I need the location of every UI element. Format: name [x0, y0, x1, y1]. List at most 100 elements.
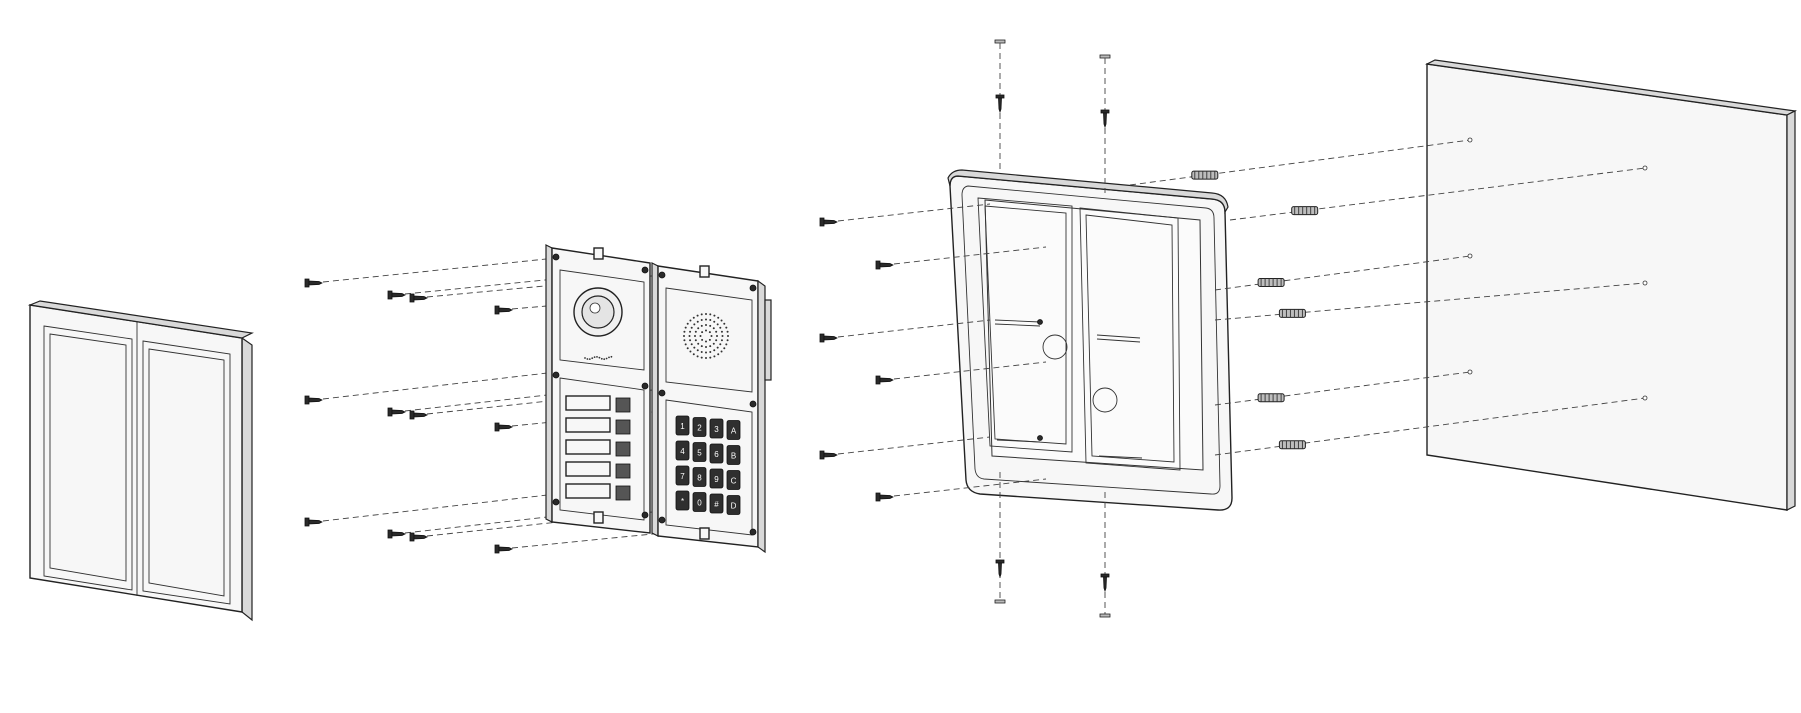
screw-icon: [819, 450, 838, 460]
keypad-key: [709, 418, 724, 439]
name-label-slot: [565, 461, 611, 477]
keypad-key-label: 2: [697, 424, 702, 433]
screw-icon: [995, 94, 1005, 114]
speaker-hole: [684, 326, 687, 329]
keypad-key-label: C: [731, 477, 737, 486]
speaker-hole: [715, 330, 718, 333]
camera-button-module: [545, 244, 651, 534]
speaker-hole: [709, 345, 712, 348]
screw-icon: [819, 217, 838, 227]
keypad-key-label: B: [731, 452, 736, 461]
speaker-hole: [693, 346, 696, 349]
screw-icon: [387, 290, 406, 300]
speaker-hole: [720, 350, 723, 353]
screw-icon: [494, 422, 513, 432]
speaker-hole: [708, 338, 711, 341]
keypad-key: [675, 440, 690, 461]
speaker-hole: [688, 335, 691, 337]
guide-line: [1214, 255, 1471, 291]
keypad-key-label: 6: [714, 450, 719, 459]
speaker-hole: [705, 313, 707, 315]
speaker-hole: [709, 324, 712, 327]
speaker-hole: [705, 346, 707, 348]
screw-icon: [409, 293, 428, 303]
speaker-hole: [713, 320, 716, 323]
wall: [1425, 59, 1797, 511]
guide-line: [1214, 371, 1471, 406]
speaker-hole: [727, 335, 729, 337]
speaker-hole: [689, 330, 692, 333]
mic-hole: [598, 356, 601, 359]
call-button: [615, 441, 631, 457]
speaker-hole: [720, 319, 723, 322]
speaker-hole: [689, 319, 692, 322]
camera-lens: [573, 287, 623, 337]
name-label-slot: [565, 395, 611, 411]
mic-hole: [608, 356, 610, 359]
speaker-hole: [719, 326, 722, 329]
speaker-hole: [725, 326, 728, 329]
speaker-hole: [713, 349, 716, 352]
speaker-hole: [708, 331, 711, 334]
keypad-key: [675, 415, 690, 436]
speaker-hole: [723, 347, 726, 350]
cap-icon: [1099, 54, 1111, 59]
screw-icon: [387, 407, 406, 417]
mic-hole: [588, 358, 591, 360]
screw-icon: [1100, 573, 1110, 593]
speaker-hole: [705, 324, 707, 326]
keypad-key: [726, 445, 741, 465]
speaker-hole: [700, 356, 703, 359]
keypad-key: [675, 465, 690, 486]
speaker-hole: [690, 326, 693, 329]
speaker-hole: [705, 357, 707, 359]
name-label-slot: [565, 439, 611, 455]
keypad-key-label: #: [714, 500, 719, 509]
wall-anchor-icon: [1278, 308, 1306, 318]
speaker-hole: [709, 350, 712, 353]
call-button: [615, 419, 631, 435]
speaker-hole: [683, 330, 686, 333]
speaker-hole: [684, 343, 687, 346]
wall-anchor-icon: [1191, 170, 1219, 180]
speaker-hole: [694, 339, 697, 342]
speaker-hole: [709, 313, 712, 316]
keypad-key-label: 0: [697, 499, 702, 508]
keypad-key-label: 4: [680, 447, 685, 456]
speaker-hole: [725, 343, 728, 346]
speaker-hole: [700, 324, 703, 327]
guide-line: [893, 246, 1047, 265]
speaker-hole: [696, 314, 699, 317]
speaker-hole: [686, 347, 689, 350]
speaker-hole: [689, 339, 692, 342]
front-frame: [27, 300, 254, 622]
call-button: [615, 485, 631, 501]
wall-hole: [1467, 253, 1473, 259]
vertical-screws: [994, 39, 1111, 618]
keypad-key: [692, 492, 707, 512]
speaker-hole: [705, 351, 707, 354]
speaker-hole: [693, 323, 696, 326]
speaker-hole: [692, 316, 695, 319]
keypad-key: [709, 493, 724, 514]
speaker-hole: [696, 349, 699, 352]
speaker-hole: [705, 318, 707, 321]
speaker-hole: [701, 338, 704, 341]
call-button: [615, 463, 631, 479]
keypad-key: [726, 420, 741, 440]
surface-box: [947, 169, 1233, 511]
keypad-key: [692, 442, 707, 462]
mic-hole: [603, 358, 606, 361]
speaker-hole: [683, 339, 686, 342]
name-label-slot: [565, 417, 611, 433]
screw-icon: [875, 492, 894, 502]
guide-line: [1129, 139, 1471, 186]
keypad-key-label: 7: [680, 472, 685, 481]
speaker-grille: [683, 313, 729, 359]
name-label-slot: [565, 483, 611, 499]
speaker-hole: [699, 335, 702, 337]
